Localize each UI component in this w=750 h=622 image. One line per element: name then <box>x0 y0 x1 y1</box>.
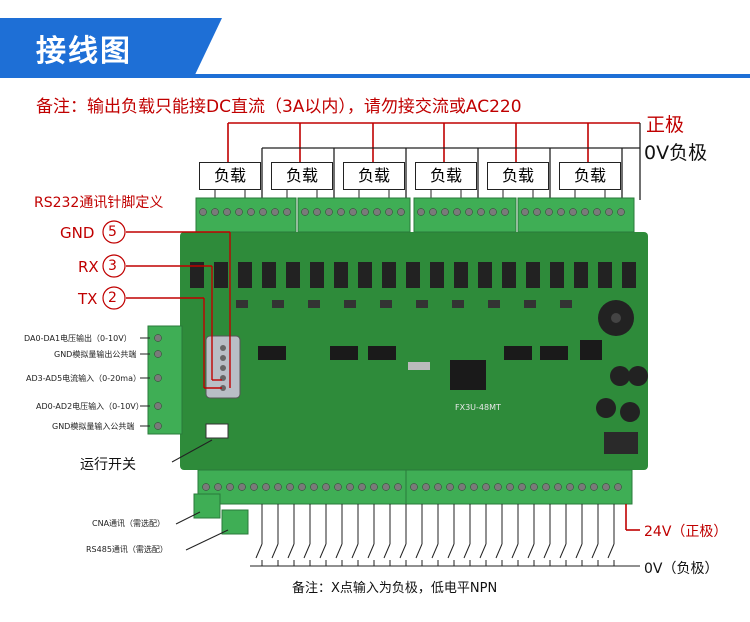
load-box: 负载 <box>199 162 261 190</box>
output-transistors <box>190 262 636 288</box>
board-model: FX3U-48MT <box>455 403 501 412</box>
run-switch-shape <box>205 423 229 439</box>
cna-label: CNA通讯（需选配） <box>92 519 166 528</box>
analog-pointers <box>140 337 213 463</box>
v0-label: 0V（负极） <box>644 561 719 577</box>
rs232-pin-num: 3 <box>108 258 117 274</box>
banner-shape <box>0 18 222 74</box>
rs232-pin-num: 2 <box>108 290 117 306</box>
rs232-pin-num: 5 <box>108 224 117 240</box>
power-inductor <box>604 432 638 454</box>
positive-wires <box>227 122 640 162</box>
load-box: 负载 <box>271 162 333 190</box>
load-box: 负载 <box>343 162 405 190</box>
note-bottom: 备注：X点输入为负极，低电平NPN <box>292 581 498 596</box>
top-terminal-screws <box>199 208 625 216</box>
analog-label: AD3-AD5电流输入（0-20ma） <box>26 374 142 383</box>
note-top: 备注：输出负载只能接DC直流（3A以内），请勿接交流或AC220 <box>36 97 522 117</box>
analog-terminal-block <box>147 325 183 435</box>
negative-label: 0V负极 <box>644 142 708 164</box>
analog-label: GND模拟量输入公共端 <box>52 422 135 431</box>
rs232-pin-name: RX <box>78 258 99 276</box>
rs485-label: RS485通讯（需选配） <box>86 545 168 554</box>
rs232-pin-name: GND <box>60 224 95 242</box>
load-box: 负载 <box>415 162 477 190</box>
negative-wires <box>261 123 641 200</box>
ic-chips <box>258 340 602 370</box>
rs232-callouts <box>126 231 231 389</box>
load-box: 负载 <box>559 162 621 190</box>
run-switch-label: 运行开关 <box>80 457 136 473</box>
pcb-board <box>180 232 648 470</box>
bottom-terminal-screws <box>202 483 622 491</box>
capacitors <box>596 366 648 422</box>
positive-label: 正极 <box>646 114 685 136</box>
page-title: 接线图 <box>36 34 132 69</box>
rs232-title: RS232通讯针脚定义 <box>34 195 164 211</box>
mcu-chip <box>450 360 486 390</box>
load-box: 负载 <box>487 162 549 190</box>
rs232-pin-name: TX <box>78 290 98 308</box>
header-banner: 接线图 <box>0 0 750 80</box>
input-switches <box>250 504 640 567</box>
v24-label: 24V（正极） <box>644 524 728 540</box>
analog-label: GND模拟量输出公共端 <box>54 350 137 359</box>
analog-label: AD0-AD2电压输入（0-10V） <box>36 402 144 411</box>
analog-label: DA0-DA1电压输出（0-10V） <box>24 334 132 343</box>
smd-components-top <box>236 300 572 308</box>
v24-wire <box>625 504 640 531</box>
banner-divider <box>0 74 750 78</box>
